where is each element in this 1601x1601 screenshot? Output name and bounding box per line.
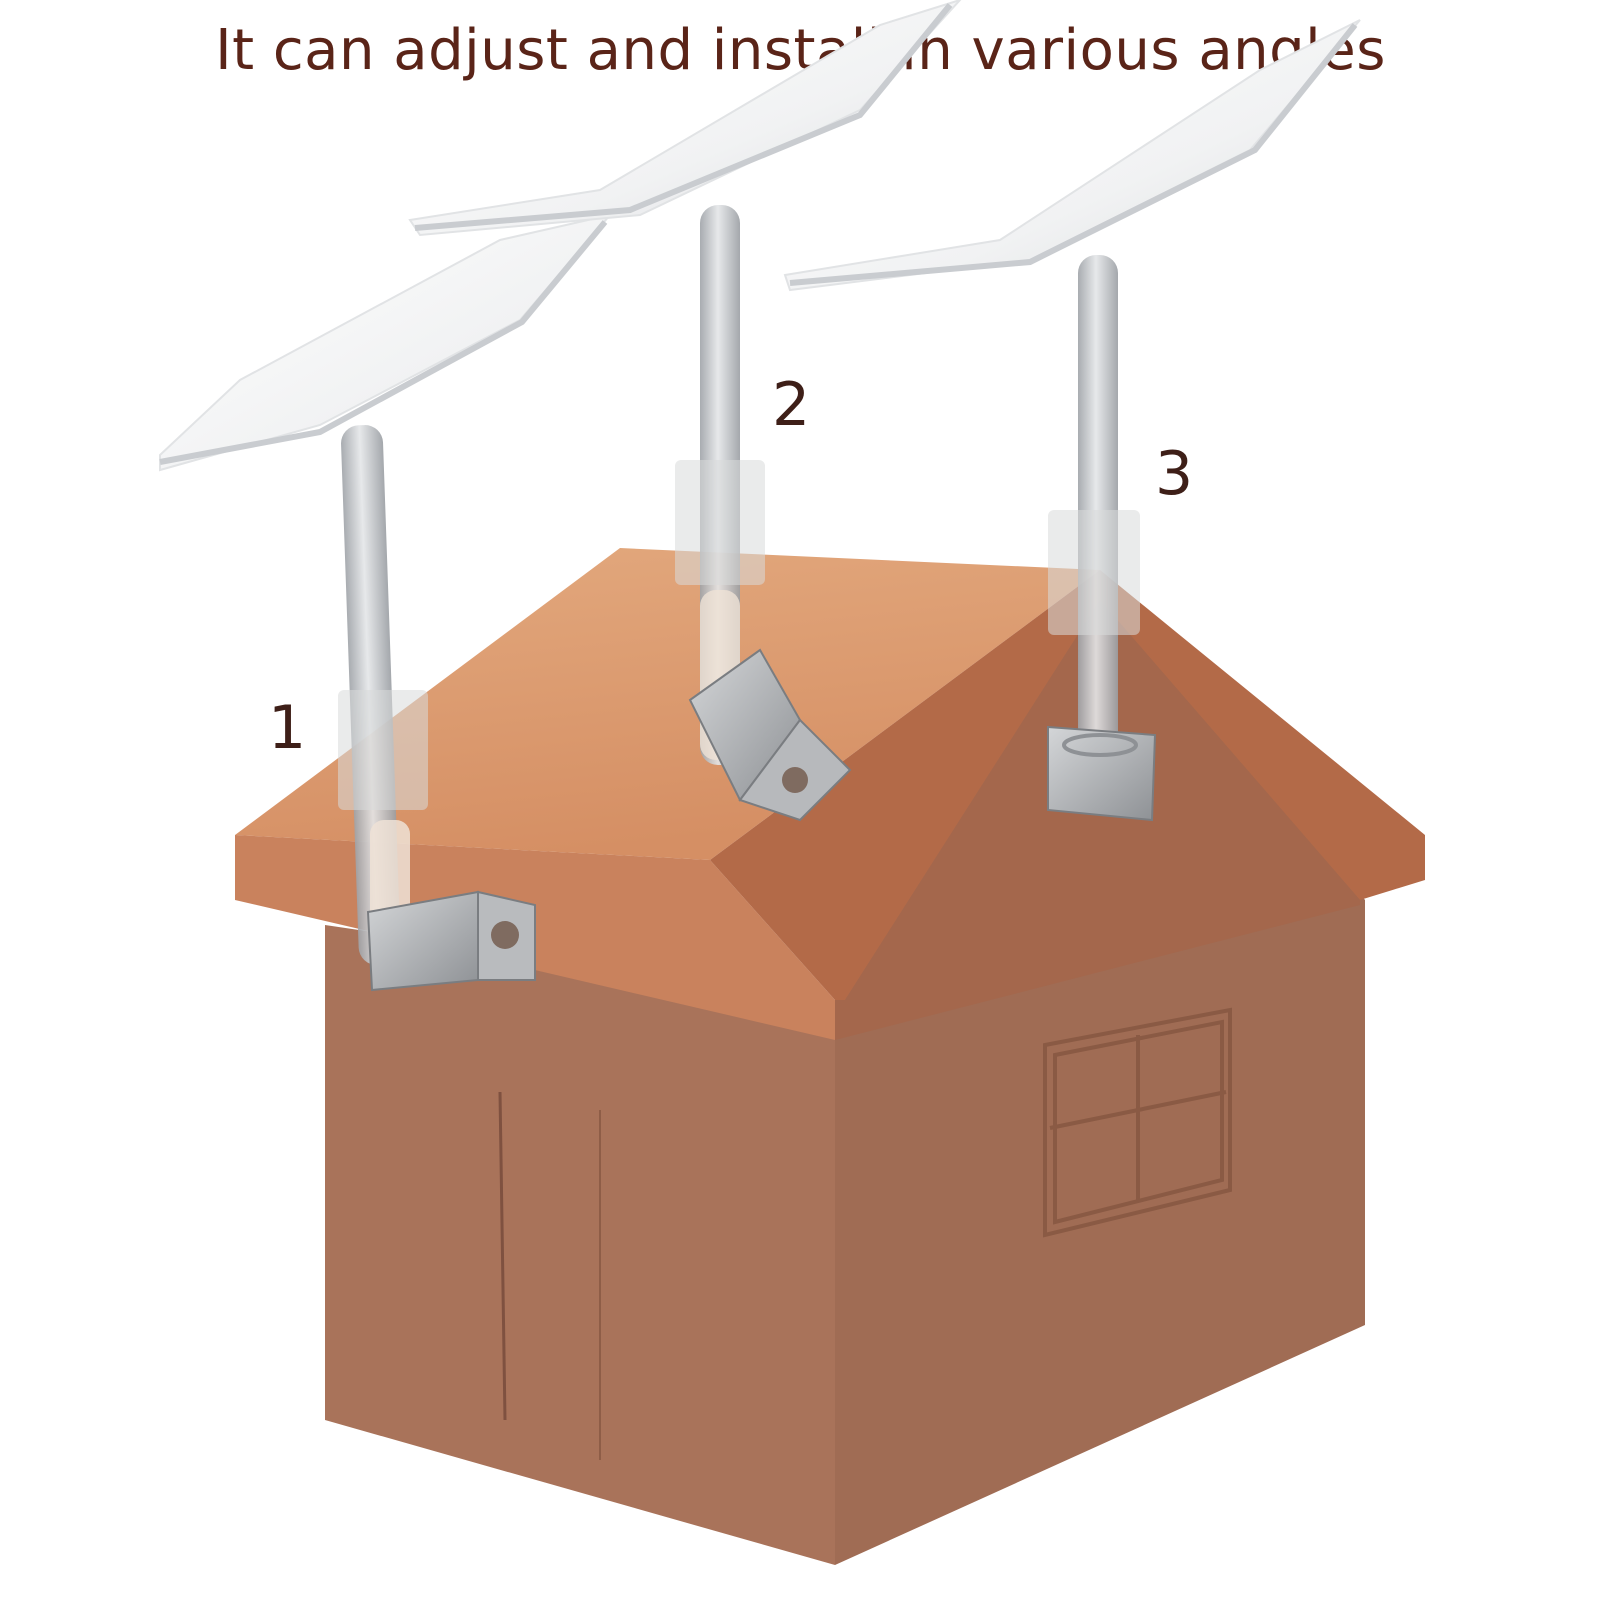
window-icon	[1043, 1007, 1232, 1238]
mounting-bracket-1-icon	[338, 690, 536, 992]
label-1: 1	[268, 693, 307, 763]
roof-front-slope	[235, 548, 1100, 860]
house-icon	[235, 548, 1425, 1565]
mounting-bracket-2-icon	[675, 460, 852, 822]
label-2: 2	[772, 370, 811, 440]
door-line-left	[498, 1091, 507, 1421]
roof-right-slope	[710, 570, 1425, 1000]
roof-right-underside	[835, 600, 1360, 1040]
mounting-bracket-3-icon	[1047, 510, 1157, 822]
label-3: 3	[1155, 439, 1194, 509]
house-left-wall	[325, 925, 835, 1565]
